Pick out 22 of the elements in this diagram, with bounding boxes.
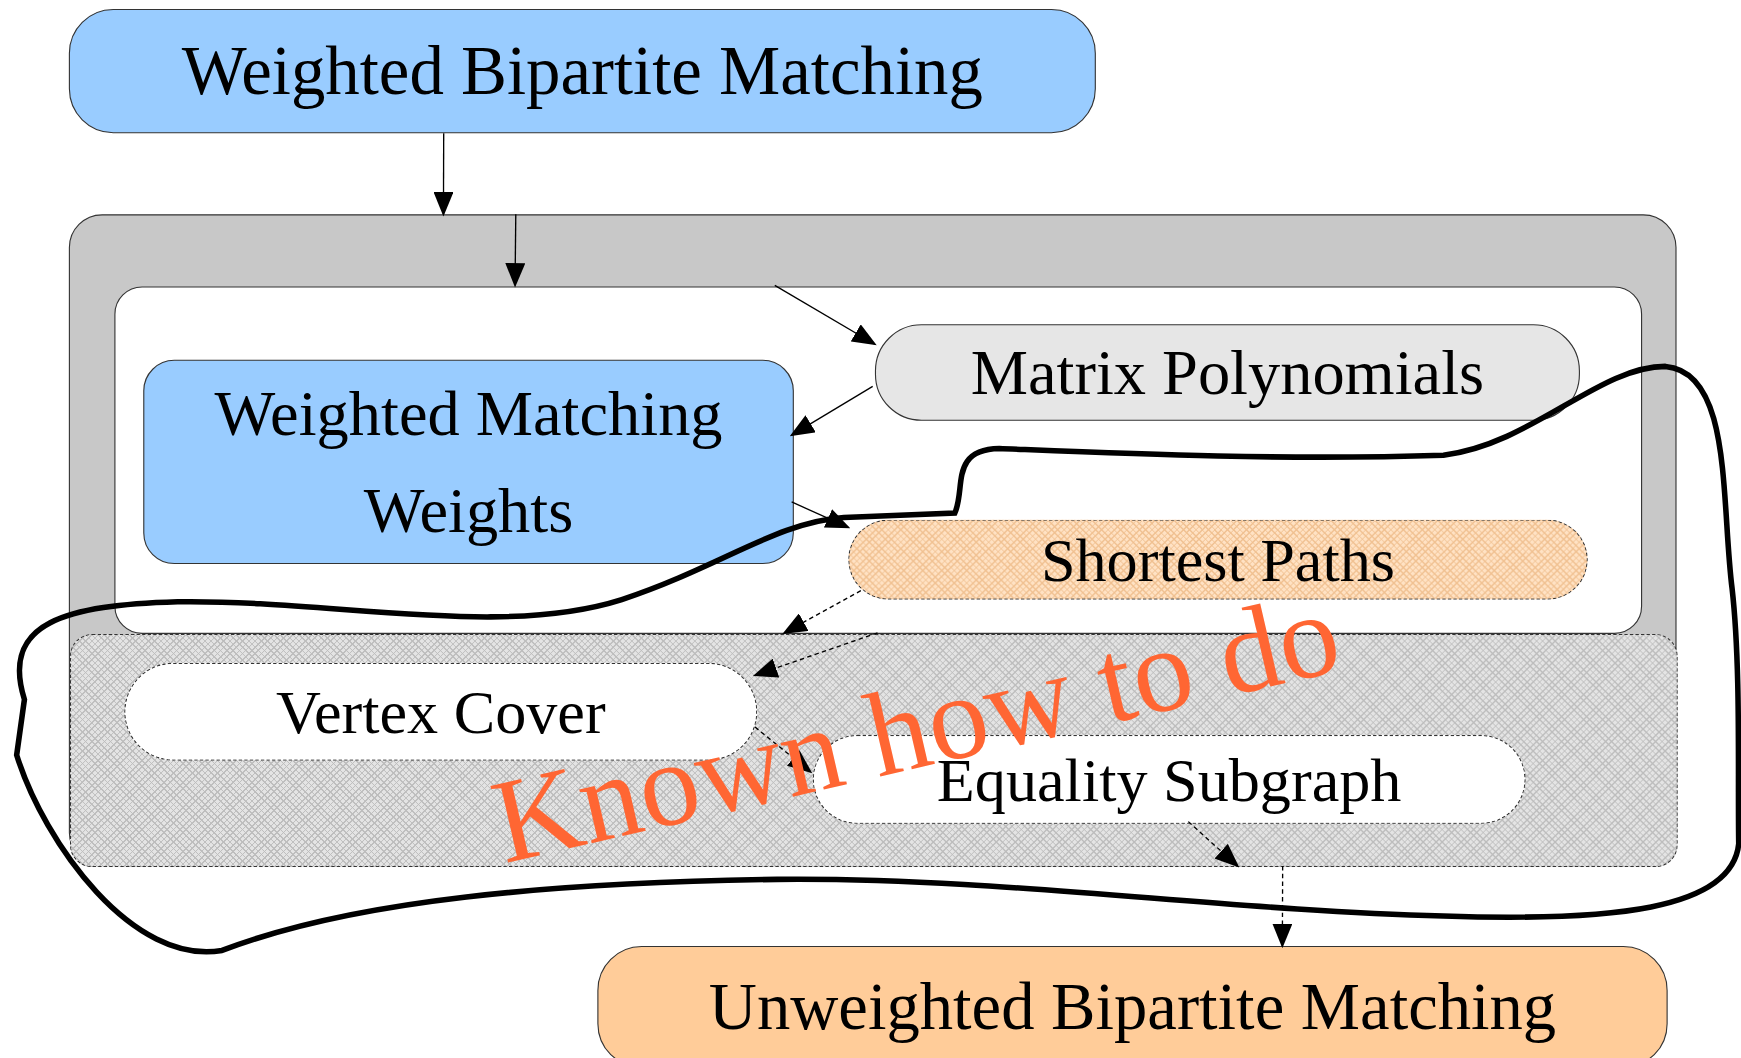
node-text: Weighted Bipartite Matching — [181, 31, 983, 111]
node-text: Unweighted Bipartite Matching — [708, 969, 1557, 1046]
rounded-box — [143, 359, 794, 565]
node-text: Vertex Cover — [275, 676, 606, 747]
node-text: Weighted Matching Weights — [213, 376, 724, 549]
arrow — [789, 385, 874, 437]
node-text: Shortest Paths — [1040, 524, 1396, 596]
arrow — [782, 590, 862, 634]
rounded-box — [874, 324, 1580, 421]
arrow — [754, 726, 813, 774]
arrow — [774, 284, 877, 346]
rounded-box — [597, 946, 1668, 1058]
arrow — [1272, 865, 1293, 949]
arrow — [752, 632, 879, 678]
arrow — [433, 132, 454, 217]
arrow — [790, 501, 851, 529]
group-panel — [68, 214, 1677, 867]
arrow — [505, 213, 526, 288]
rounded-box — [68, 8, 1096, 134]
node-text: Matrix Polynomials — [970, 335, 1485, 411]
rounded-box — [848, 519, 1588, 600]
arrow — [1187, 820, 1240, 868]
